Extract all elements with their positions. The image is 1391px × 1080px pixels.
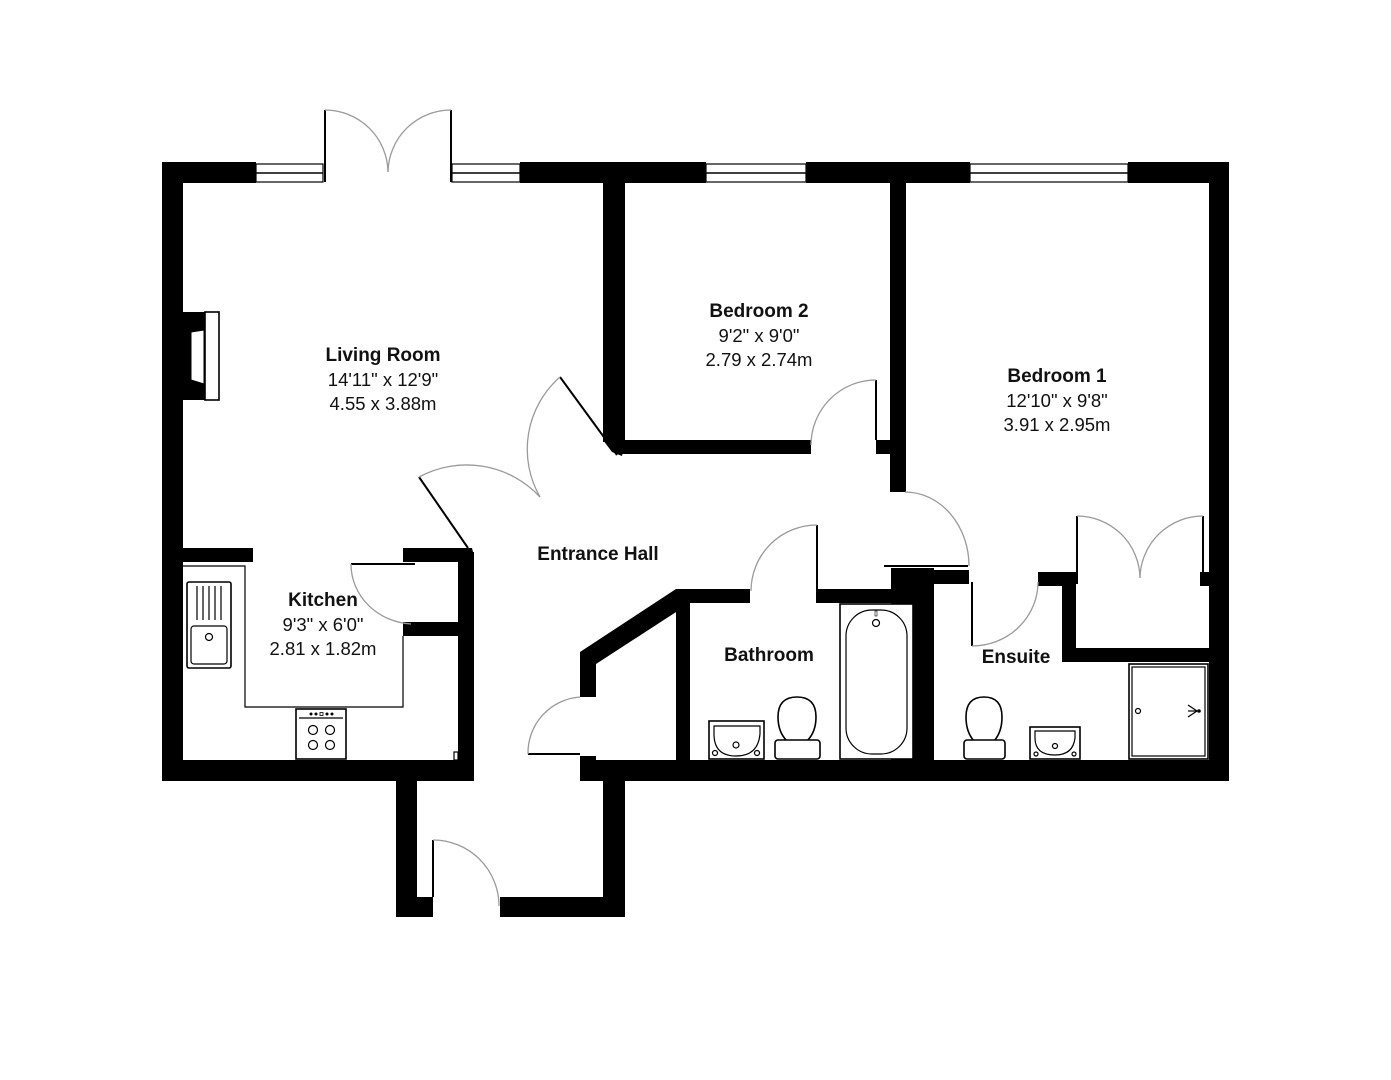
room-dimensions-metric: 3.91 x 2.95m: [1003, 413, 1111, 435]
room-dimensions-metric: 2.79 x 2.74m: [705, 348, 813, 370]
window-bedroom-2: [705, 163, 807, 183]
room-name: Bedroom 2: [709, 301, 809, 322]
room-dimensions-imperial: 12'10" x 9'8": [1006, 390, 1108, 412]
door-bathroom: [750, 524, 818, 592]
room-label-bathroom: Bathroom: [669, 644, 869, 668]
room-name: Bathroom: [724, 645, 814, 666]
door-living-hall: [418, 376, 618, 549]
room-label-bedroom-2: Bedroom 2 9'2" x 9'0" 2.79 x 2.74m: [659, 300, 859, 372]
door-ensuite: [971, 581, 1039, 647]
exterior-walls: [162, 162, 1229, 917]
room-dimensions-imperial: 9'3" x 6'0": [282, 614, 364, 636]
room-label-kitchen: Kitchen 9'3" x 6'0" 2.81 x 1.82m: [223, 589, 423, 661]
basin-icon: [708, 720, 765, 760]
hob-icon: [295, 708, 347, 760]
shower-icon: [1128, 663, 1209, 760]
room-label-living-room: Living Room 14'11" x 12'9" 4.55 x 3.88m: [283, 344, 483, 416]
door-hall-cupboard: [527, 696, 581, 755]
door-wardrobe: [1076, 515, 1204, 584]
room-label-ensuite: Ensuite: [916, 646, 1116, 670]
toilet-icon: [774, 696, 821, 760]
bath-icon: [839, 603, 914, 760]
fireplace-icon: [183, 311, 220, 401]
interior-walls: [162, 162, 1229, 780]
room-name: Bedroom 1: [1007, 366, 1107, 387]
window-living-left: [255, 163, 324, 183]
room-name: Kitchen: [288, 590, 358, 611]
room-name: Ensuite: [981, 647, 1051, 668]
toilet-icon: [963, 696, 1006, 760]
room-name: Entrance Hall: [537, 544, 659, 565]
doors: [324, 109, 1204, 907]
door-kitchen: [350, 563, 415, 625]
room-label-bedroom-1: Bedroom 1 12'10" x 9'8" 3.91 x 2.95m: [957, 365, 1157, 437]
windows: [255, 163, 1129, 183]
room-dimensions-metric: 2.81 x 1.82m: [269, 637, 377, 659]
door-french-living: [324, 109, 452, 182]
window-living-right: [451, 163, 521, 183]
sink-icon: [186, 581, 232, 669]
basin-icon: [1029, 726, 1081, 760]
room-label-entrance-hall: Entrance Hall: [498, 543, 698, 567]
door-bedroom-2: [810, 379, 877, 446]
room-dimensions-imperial: 14'11" x 12'9": [327, 369, 439, 391]
room-dimensions-metric: 4.55 x 3.88m: [329, 392, 437, 414]
door-bedroom-1: [904, 491, 970, 567]
room-name: Living Room: [325, 345, 441, 366]
window-bedroom-1: [969, 163, 1129, 183]
kitchen-counter: [183, 565, 404, 708]
kitchen-corner-mark: [453, 751, 459, 761]
room-dimensions-imperial: 9'2" x 9'0": [718, 325, 800, 347]
door-front: [432, 839, 500, 907]
